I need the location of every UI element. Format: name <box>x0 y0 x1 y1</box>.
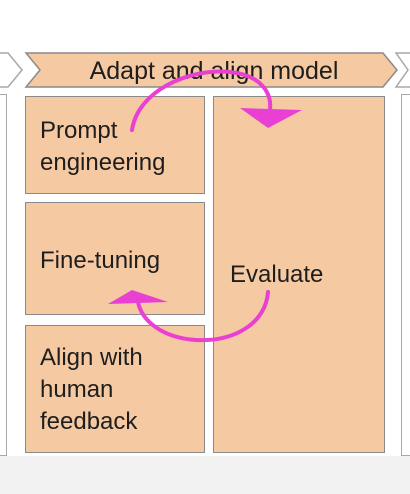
adapt-align-banner <box>24 52 398 88</box>
evaluate-box: Evaluate <box>213 96 385 453</box>
prompt-engineering-label: Prompt engineering <box>40 117 166 176</box>
bottom-bar <box>0 456 410 494</box>
previous-stage-chevron <box>0 52 23 88</box>
next-stage-column <box>401 94 410 456</box>
evaluate-label: Evaluate <box>230 261 324 288</box>
fine-tuning-box: Fine-tuning <box>25 202 205 315</box>
previous-stage-column <box>0 94 7 456</box>
align-human-feedback-box: Align with human feedback <box>25 325 205 453</box>
next-stage-chevron <box>394 52 410 88</box>
prompt-engineering-box: Prompt engineering <box>25 96 205 194</box>
banner-label: Adapt and align model <box>90 57 339 85</box>
fine-tuning-label: Fine-tuning <box>40 247 161 274</box>
align-human-feedback-label: Align with human feedback <box>40 344 143 435</box>
